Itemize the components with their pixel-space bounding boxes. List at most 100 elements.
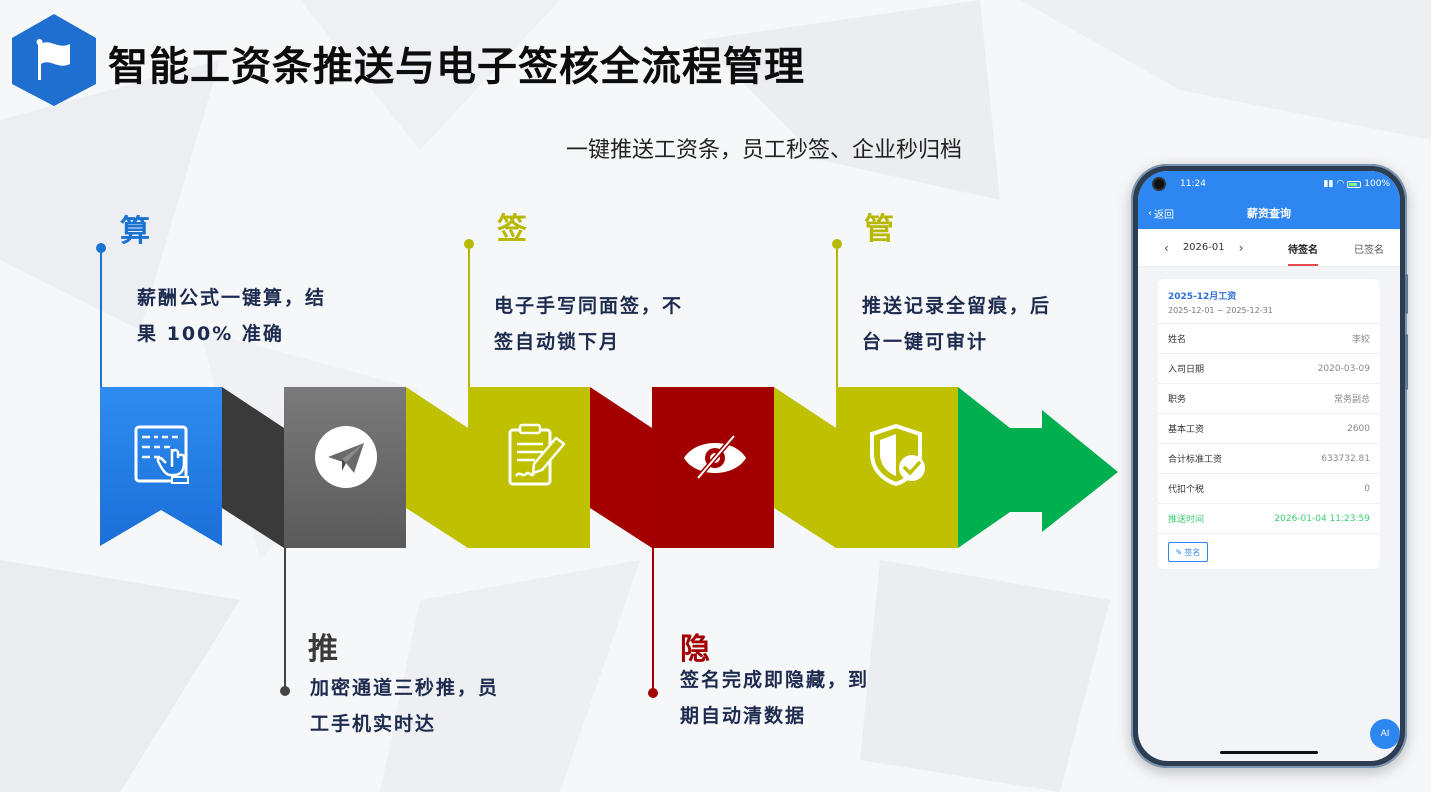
row-value: 0 [1364,483,1370,494]
row-value: 李姣 [1351,335,1370,345]
status-bar: 11:24 ▮▮ ◠ 100% [1138,171,1400,197]
payslip-title: 2025-12月工资 [1168,292,1237,302]
step-4-title: 隐 [680,632,710,667]
ai-assistant-button[interactable]: AI [1370,719,1400,749]
step-block-3 [468,387,590,548]
payslip-rows: 姓名 李姣 入司日期 2020-03-09 职务 常务副总 基本工资 2600 … [1158,323,1380,534]
step-1-desc-line-1: 薪酬公式一键算，结 [137,287,327,309]
signal-icon: ▮▮ [1323,179,1334,189]
phone-power-button [1405,334,1408,390]
back-button[interactable]: ‹ 返回 [1148,206,1174,221]
phone-mockup: 11:24 ▮▮ ◠ 100% ‹ 返回 薪资查询 ‹ 2026-01 › 待签… [1131,164,1408,768]
step-4-desc-line-2: 期自动清数据 [680,705,807,727]
row-value: 2600 [1347,423,1370,434]
step-5-line [836,246,838,387]
title-badge [12,14,96,106]
flag-icon [36,39,70,80]
row-value: 2020-03-09 [1317,363,1370,374]
step-2-desc-line-2: 工手机实时达 [310,713,437,735]
step-5-desc-line-2: 台一键可审计 [862,331,989,353]
step-3-desc-line-2: 签自动锁下月 [494,331,621,353]
step-3-title: 签 [497,212,527,247]
status-time: 11:24 [1180,179,1206,189]
step-4-line [652,548,654,690]
step-3-line [468,246,470,387]
paper-plane-icon [315,426,377,488]
connector-4 [774,387,836,548]
step-1-desc-line-2: 果 100% 准确 [137,323,284,345]
step-5-title: 管 [864,212,894,247]
sign-button[interactable]: ✎ 签名 [1168,542,1208,562]
step-1-line [100,250,102,387]
home-indicator [1220,751,1318,754]
payslip-row: 入司日期 2020-03-09 [1158,354,1380,384]
connector-1 [222,387,284,548]
next-month-icon[interactable]: › [1238,240,1244,255]
row-label: 推送时间 [1168,515,1205,525]
battery-level: 100% [1364,179,1390,189]
step-4-dot [648,688,658,698]
final-arrow [958,387,1118,548]
connector-3 [590,387,652,548]
payslip-row: 代扣个税 0 [1158,474,1380,504]
row-value: 2026-01-04 11:23:59 [1274,513,1370,524]
sign-button-label: 签名 [1184,547,1201,557]
payslip-card: 2025-12月工资 2025-12-01 ~ 2025-12-31 姓名 李姣… [1158,279,1380,569]
tab-pending-sign[interactable]: 待签名 [1288,241,1318,266]
back-label: 返回 [1154,210,1174,221]
step-5-desc: 推送记录全留痕，后 台一键可审计 [862,288,1051,360]
wifi-icon: ◠ [1336,179,1345,189]
step-4-desc: 签名完成即隐藏，到 期自动清数据 [680,662,869,734]
row-label: 合计标准工资 [1168,455,1223,465]
month-selector: ‹ 2026-01 › [1164,241,1243,255]
row-label: 代扣个税 [1168,485,1205,495]
phone-volume-button [1405,274,1408,314]
payslip-range: 2025-12-01 ~ 2025-12-31 [1168,306,1273,315]
tab-bar: ‹ 2026-01 › 待签名 已签名 [1138,229,1400,267]
nav-bar: ‹ 返回 薪资查询 [1138,197,1400,229]
row-label: 职务 [1168,395,1187,405]
row-label: 基本工资 [1168,425,1205,435]
payslip-row: 合计标准工资 633732.81 [1158,444,1380,474]
payslip-row: 推送时间 2026-01-04 11:23:59 [1158,504,1380,534]
eye-off-icon [684,434,746,480]
phone-screen: 11:24 ▮▮ ◠ 100% ‹ 返回 薪资查询 ‹ 2026-01 › 待签… [1138,171,1400,761]
prev-month-icon[interactable]: ‹ [1164,240,1169,255]
step-2-dot [280,686,290,696]
payslip-row: 基本工资 2600 [1158,414,1380,444]
camera-icon [1152,177,1166,191]
step-3-dot [464,239,474,249]
connector-2 [406,387,468,548]
step-1-desc: 薪酬公式一键算，结 果 100% 准确 [137,280,326,352]
sign-document-icon [508,423,566,486]
edit-icon: ✎ [1175,547,1183,557]
payslip-row: 职务 常务副总 [1158,384,1380,414]
tab-signed[interactable]: 已签名 [1354,245,1384,256]
battery-icon [1347,180,1362,188]
step-1-title: 算 [120,214,150,249]
row-label: 姓名 [1168,335,1187,345]
step-2-line [284,548,286,688]
payslip-row: 姓名 李姣 [1158,324,1380,354]
step-block-5 [836,387,958,548]
step-3-desc-line-1: 电子手写同面签，不 [494,295,684,317]
step-2-title: 推 [308,632,338,667]
page-subtitle: 一键推送工资条，员工秒签、企业秒归档 [566,138,963,163]
row-value: 常务副总 [1333,395,1370,405]
month-value: 2026-01 [1182,242,1225,253]
step-5-dot [832,239,842,249]
step-1-dot [96,243,106,253]
step-2-desc-line-1: 加密通道三秒推，员 [310,677,500,699]
calculator-hand-icon [134,425,189,484]
step-3-desc: 电子手写同面签，不 签自动锁下月 [494,288,683,360]
step-5-desc-line-1: 推送记录全留痕，后 [862,295,1052,317]
chevron-left-icon: ‹ [1148,208,1152,219]
step-2-desc: 加密通道三秒推，员 工手机实时达 [310,670,499,742]
status-icons: ▮▮ ◠ 100% [1324,179,1391,189]
nav-title: 薪资查询 [1247,207,1291,220]
page-title: 智能工资条推送与电子签核全流程管理 [108,44,805,90]
row-label: 入司日期 [1168,365,1205,375]
row-value: 633732.81 [1321,453,1370,464]
shield-check-icon [870,423,925,487]
